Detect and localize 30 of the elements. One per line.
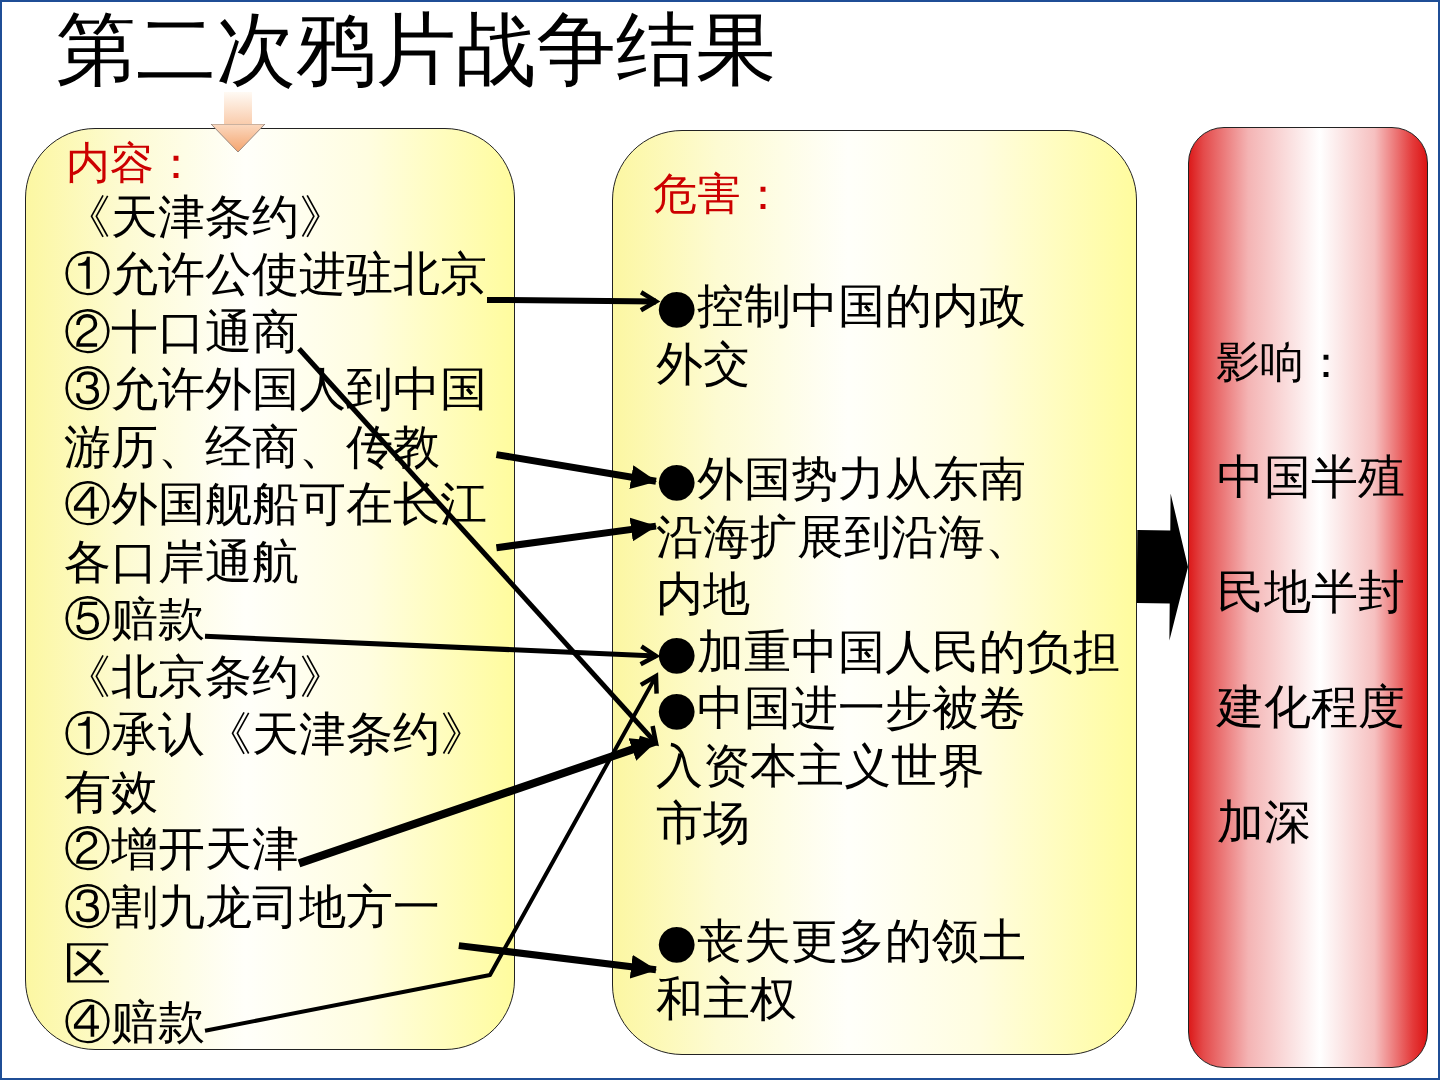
treaty-clause: ①承认《天津条约》有效 bbox=[64, 705, 488, 821]
arrow bbox=[458, 942, 657, 979]
arrow bbox=[297, 737, 658, 868]
arrow bbox=[495, 517, 657, 552]
treaty-clause: ⑤赔款 bbox=[64, 590, 205, 648]
treaty-clause: ②十口通商 bbox=[64, 302, 299, 361]
block-arrow bbox=[210, 92, 266, 153]
consequence-item: ●外国势力从东南沿海扩展到沿海、内地 bbox=[656, 450, 1051, 623]
consequence-item: ●丧失更多的领土和主权 bbox=[656, 912, 1051, 1028]
rounded-panel bbox=[612, 130, 1137, 1055]
consequence-item: ●控制中国的内政外交 bbox=[656, 277, 1051, 393]
arrow bbox=[486, 290, 659, 313]
arrow bbox=[204, 633, 659, 667]
panel-heading: 影响： bbox=[1216, 335, 1348, 389]
treaty-title: 《天津条约》 bbox=[64, 187, 346, 246]
panel-heading: 内容： bbox=[66, 136, 198, 190]
title: 第二次鸦片战争结果 bbox=[56, 4, 776, 96]
consequence-item: ●加重中国人民的负担 bbox=[656, 623, 1120, 681]
treaty-title: 《北京条约》 bbox=[64, 647, 346, 706]
panel-heading: 危害： bbox=[653, 167, 785, 221]
rounded-panel bbox=[1188, 127, 1428, 1068]
arrow bbox=[297, 347, 659, 746]
treaty-clause: ①允许公使进驻北京 bbox=[64, 245, 487, 303]
consequence-item: ●中国进一步被卷入资本主义世界市场 bbox=[656, 679, 1051, 852]
impact-text: 中国半殖民地半封建化程度加深 bbox=[1217, 447, 1406, 851]
treaty-clause: ④赔款 bbox=[64, 992, 205, 1051]
rounded-panel bbox=[25, 128, 515, 1050]
arrow bbox=[204, 673, 659, 1033]
treaty-clause: ②增开天津 bbox=[64, 820, 299, 878]
treaty-clause: ③割九龙司地方一区 bbox=[64, 877, 459, 993]
